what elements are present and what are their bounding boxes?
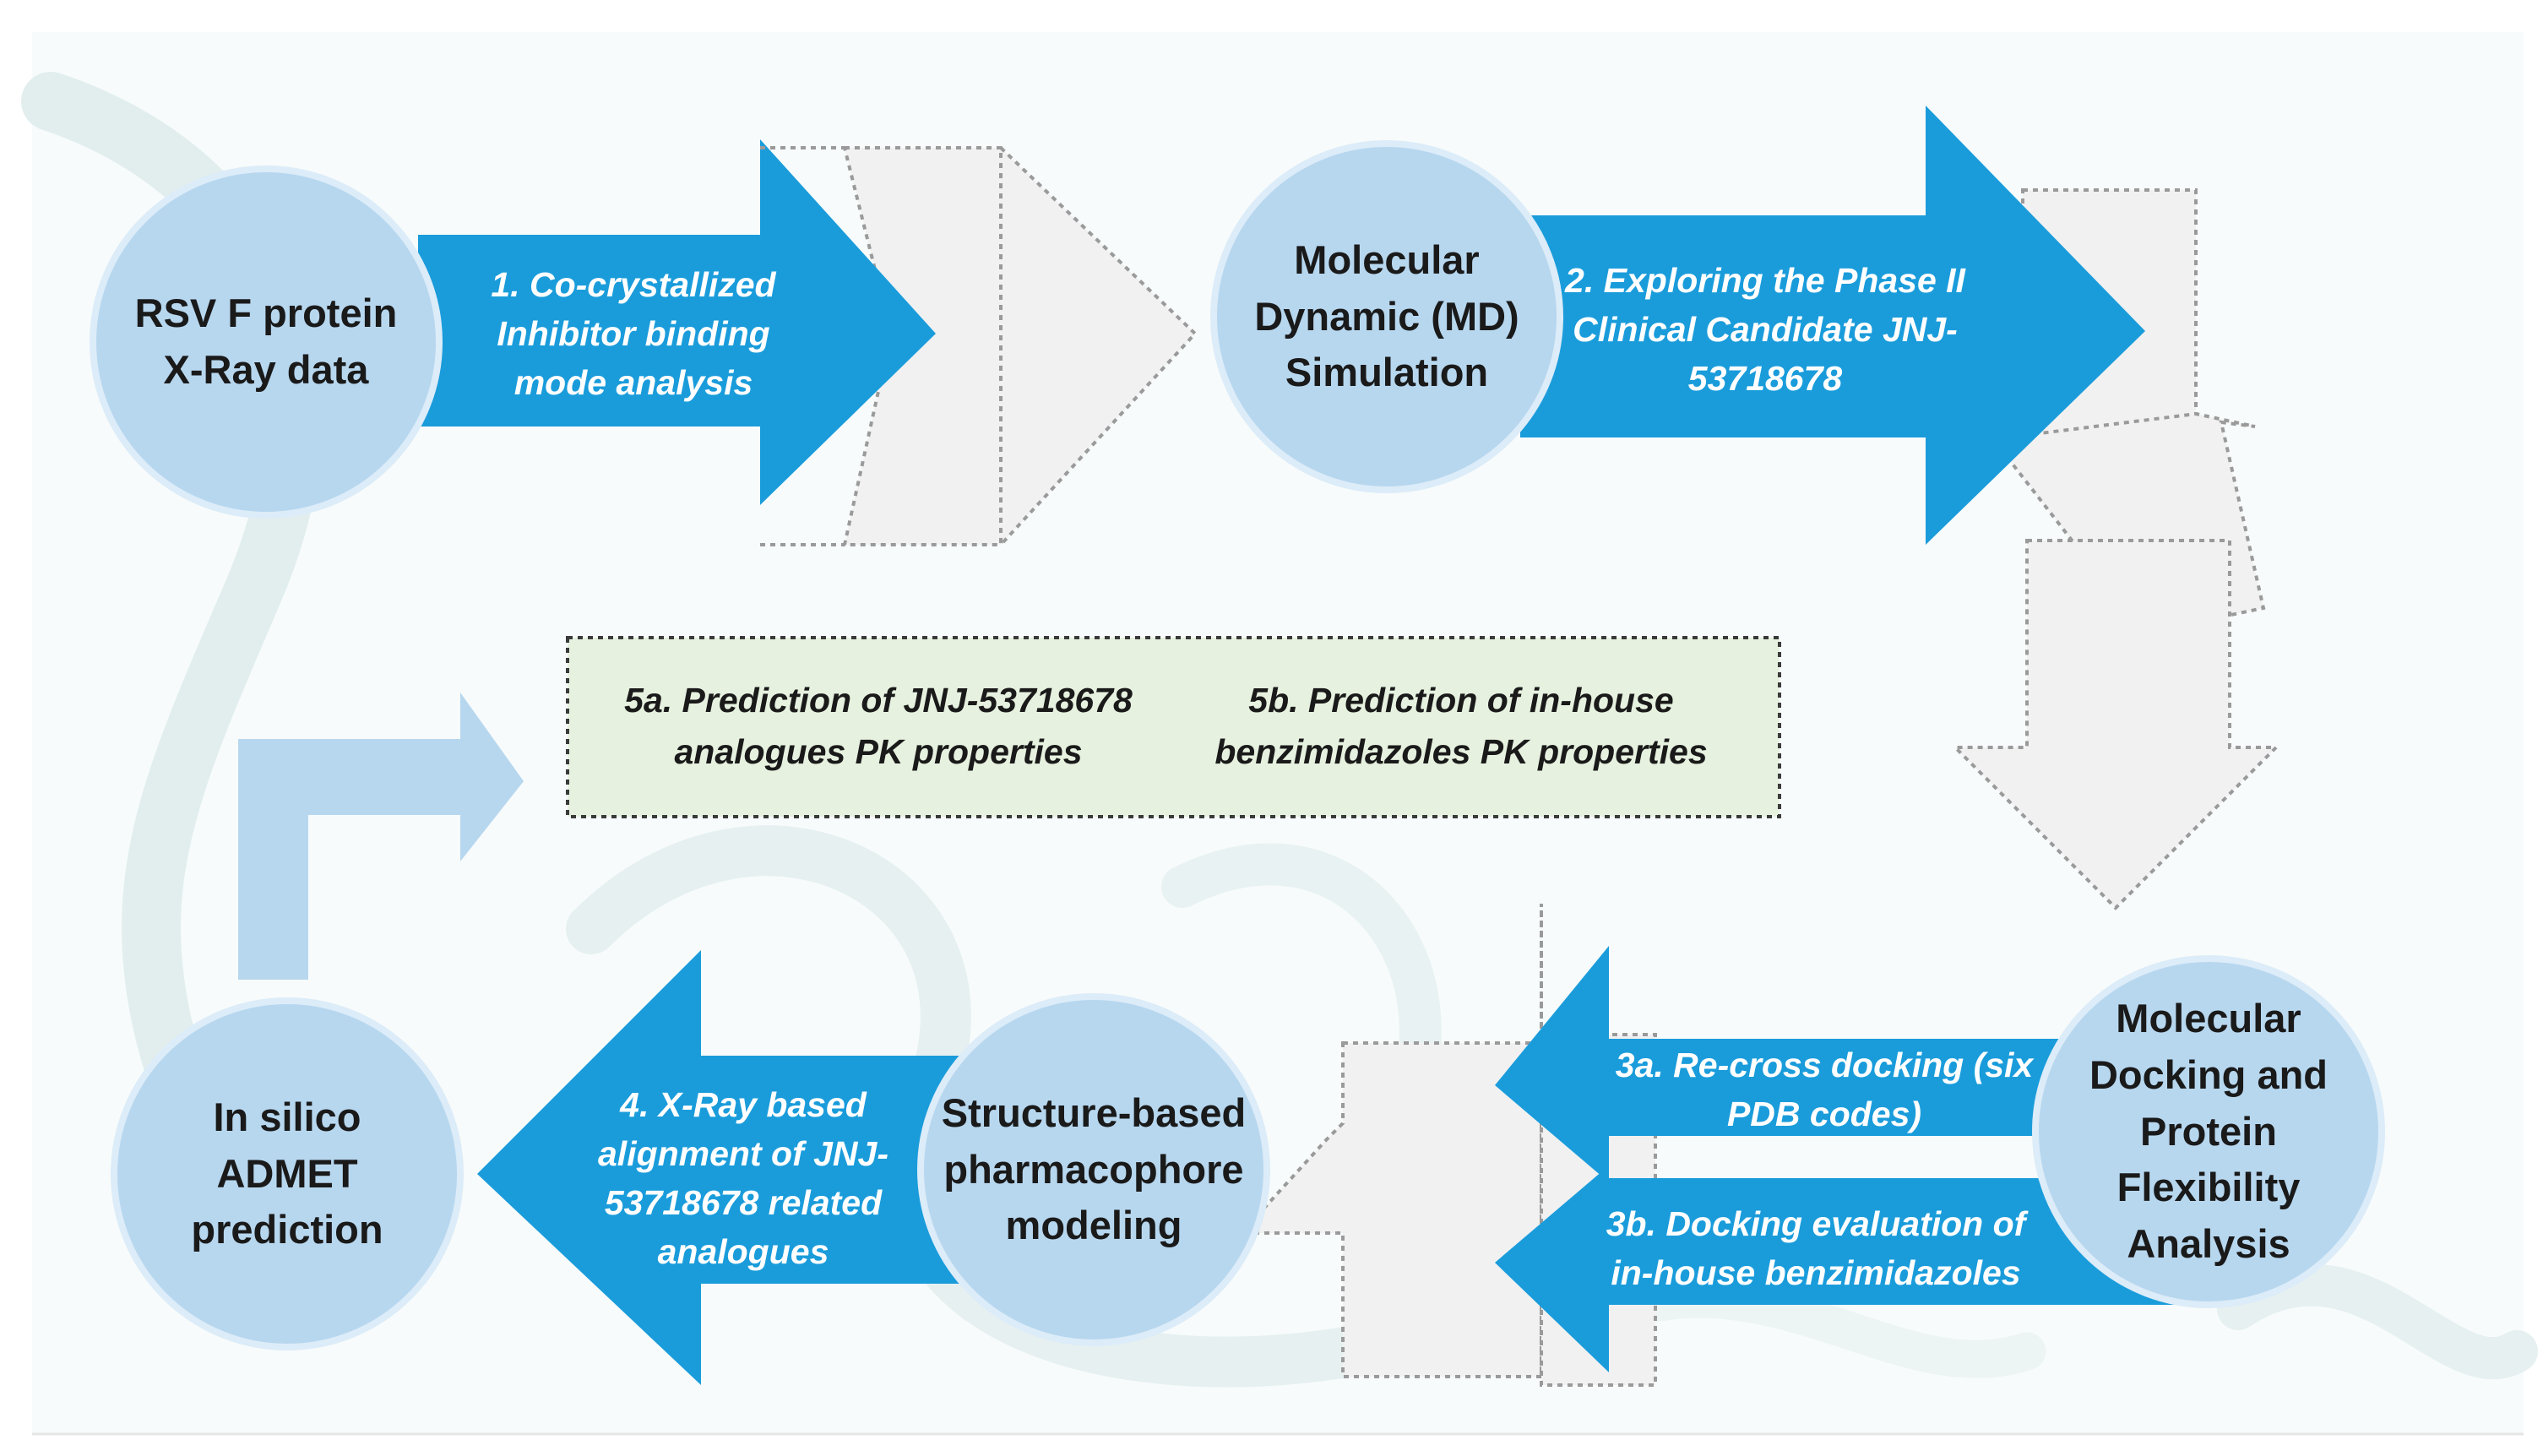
step5a-label: 5a. Prediction of JNJ-53718678 analogues…: [624, 680, 1133, 772]
arrow-step4: [477, 950, 1013, 1385]
circle-docking: [2032, 955, 2385, 1308]
circle-pharmacophore: [917, 993, 1270, 1346]
arrow-step3b: [1495, 1165, 2179, 1372]
grey-left-block: [1237, 904, 1543, 1378]
grey-chevron-1-tip: [999, 144, 1198, 550]
step4-label: 4. X-Ray based alignment of JNJ- 5371867…: [598, 1084, 888, 1272]
node-rsv-label: RSV F protein X-Ray data: [134, 291, 398, 392]
results-box: [566, 636, 1781, 818]
circle-md: [1210, 140, 1563, 493]
circle-admet: [111, 997, 464, 1350]
arrow-admet-to-results: [238, 693, 524, 980]
circle-rsv: [90, 166, 443, 519]
arrow-step1: [418, 139, 936, 505]
step3a-label: 3a. Re-cross docking (six PDB codes): [1615, 1045, 2034, 1133]
node-docking-label: Molecular Docking and Protein Flexibilit…: [2089, 996, 2328, 1267]
step1-label: 1. Co-crystallized Inhibitor binding mod…: [491, 264, 776, 403]
node-pharmacophore-label: Structure-based pharmacophore modeling: [941, 1089, 1247, 1248]
arrow-step3a: [1495, 946, 2095, 1182]
step3b-label: 3b. Docking evaluation of in-house benzi…: [1606, 1203, 2026, 1292]
step5b-label: 5b. Prediction of in-house benzimidazole…: [1214, 680, 1708, 772]
step2-label: 2. Exploring the Phase II Clinical Candi…: [1565, 260, 1965, 399]
grey-down-arrow: [1951, 539, 2280, 910]
blue-arrows: [418, 106, 2179, 1385]
node-circles: [90, 140, 2385, 1350]
arrow-step2: [1520, 106, 2145, 545]
node-admet-label: In silico ADMET prediction: [191, 1094, 383, 1252]
step1-dotted-edges: [760, 146, 845, 546]
node-md-label: Molecular Dynamic (MD) Simulation: [1254, 236, 1519, 395]
